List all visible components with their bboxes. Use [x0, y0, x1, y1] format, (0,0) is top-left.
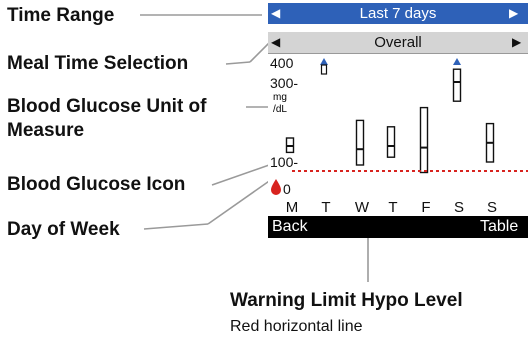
bg-unit-bottom: /dL — [273, 104, 287, 115]
day-label: S — [454, 199, 464, 216]
bg-icon-leader — [211, 163, 273, 186]
warning-limit-subtitle: Red horizontal line — [230, 318, 363, 335]
meal-time-right-arrow-icon[interactable]: ▶ — [512, 35, 522, 49]
warning-limit-callout: Warning Limit Hypo Level — [230, 290, 463, 311]
day-of-week-callout: Day of Week — [7, 219, 120, 240]
time-range-value: Last 7 days — [359, 5, 437, 22]
blood-drop-icon — [271, 179, 281, 195]
y-tick-label: 0 — [283, 181, 291, 197]
bg-unit-label: mg /dL — [273, 92, 287, 115]
day-label: W — [355, 199, 370, 216]
above-range-stub — [320, 64, 328, 75]
day-label: S — [487, 199, 497, 216]
meal-time-left-arrow-icon[interactable]: ◀ — [271, 35, 281, 49]
time-range-callout: Time Range — [7, 5, 115, 26]
day-of-week-leader-a — [143, 223, 209, 230]
meal-time-selection-callout: Meal Time Selection — [7, 53, 189, 74]
back-softkey[interactable]: Back — [272, 218, 308, 235]
day-label: T — [388, 199, 397, 216]
time-range-left-arrow-icon[interactable]: ◀ — [271, 6, 281, 20]
glucose-range-box — [386, 126, 396, 158]
day-label: F — [421, 199, 430, 216]
glucose-range-box — [419, 106, 429, 174]
glucose-range-box — [452, 68, 462, 102]
bg-unit-callout-line2: Measure — [7, 120, 85, 141]
glucose-range-box — [355, 119, 365, 166]
y-tick-label: 300- — [270, 75, 298, 91]
y-tick-label: 400 — [270, 56, 294, 71]
day-label: T — [321, 199, 330, 216]
softkey-bar: Back Table — [268, 216, 528, 238]
day-label: M — [286, 199, 299, 216]
bg-icon-callout: Blood Glucose Icon — [7, 174, 186, 195]
time-range-right-arrow-icon[interactable]: ▶ — [509, 6, 519, 20]
y-tick-label: 100- — [270, 154, 298, 170]
meal-time-leader-a — [225, 61, 251, 65]
time-range-bar[interactable]: ◀ Last 7 days ▶ — [268, 3, 528, 24]
bg-unit-top: mg — [273, 92, 287, 103]
above-range-arrow-icon — [453, 58, 461, 65]
table-softkey[interactable]: Table — [480, 218, 519, 235]
above-range-arrow-icon — [320, 58, 328, 65]
meal-time-value: Overall — [374, 34, 422, 51]
meter-screen: ◀ Last 7 days ▶ ◀ Overall ▶ 400 300- 100- 0… — [268, 0, 528, 238]
meal-time-bar[interactable]: ◀ Overall ▶ — [268, 32, 528, 54]
bg-unit-callout-line1: Blood Glucose Unit of — [7, 96, 207, 117]
weekly-glucose-chart: 400 300- 100- 0 mg /dL M T W T F S S — [270, 56, 528, 216]
